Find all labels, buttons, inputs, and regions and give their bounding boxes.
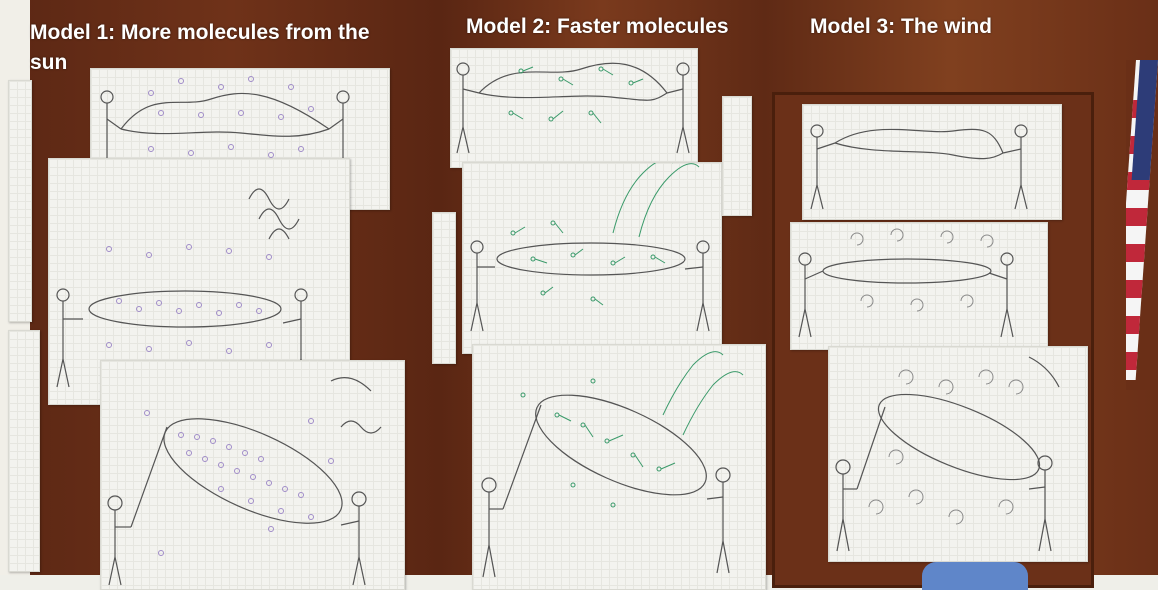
model2-sketch-3 <box>481 351 744 578</box>
model3-sketch-2 <box>798 228 1014 338</box>
caption-model1-line2: sun <box>30 51 68 74</box>
caption-model3: Model 3: The wind <box>810 15 992 38</box>
model2-drawing-1 <box>450 48 698 168</box>
model3-sketch-1 <box>810 124 1028 210</box>
model3-drawing-2 <box>790 222 1048 350</box>
model2-drawing-3 <box>472 344 766 590</box>
model3-drawing-3 <box>828 346 1088 562</box>
flag <box>1126 60 1158 390</box>
model2-sketch-1 <box>456 62 690 154</box>
model1-sketch-3 <box>107 377 382 586</box>
model2-drawing-2 <box>462 162 722 354</box>
model1-sketch-2 <box>56 188 308 388</box>
model1-drawing-3 <box>100 360 405 590</box>
caption-model1-line1: Model 1: More molecules from the <box>30 21 370 44</box>
partial-drawing <box>8 80 32 322</box>
chair <box>922 562 1028 590</box>
model2-sketch-2 <box>470 163 710 332</box>
model1-sketch-1 <box>100 76 350 188</box>
model3-drawing-1 <box>802 104 1062 220</box>
partial-drawing <box>432 212 456 364</box>
model3-sketch-3 <box>835 356 1060 552</box>
partial-drawing <box>8 330 40 572</box>
caption-model2: Model 2: Faster molecules <box>466 15 729 38</box>
american-flag-icon <box>1126 60 1158 390</box>
partial-drawing <box>722 96 752 216</box>
